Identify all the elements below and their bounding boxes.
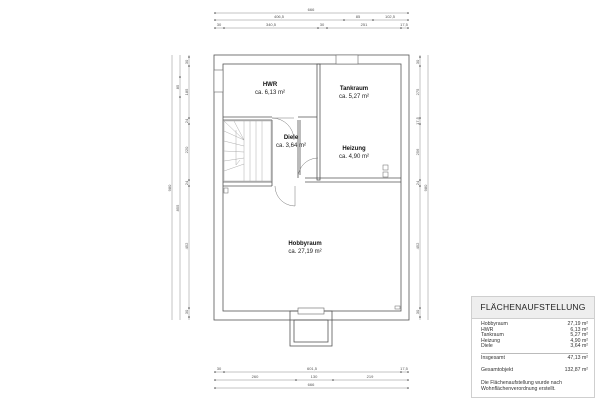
area-row-value: 5,27 m² [570, 332, 588, 339]
room-name-hwr: HWR [263, 82, 278, 88]
area-row: Tankraum 5,27 m² [481, 333, 588, 339]
area-row: HWR 6,13 m² [481, 326, 588, 334]
room-area-tankraum: ca. 5,27 m² [339, 94, 369, 100]
area-row-value: 4,90 m² [570, 337, 588, 344]
total-label: Insgesamt [481, 354, 505, 361]
object-total-value: 132,87 m² [564, 366, 588, 373]
dim-left-inner-4: 220 [184, 146, 189, 153]
area-row: Heizung 4,90 m² [481, 337, 588, 345]
room-name-heizung: Heizung [342, 146, 366, 152]
dim-top-c: 102,5 [385, 14, 396, 19]
area-row-label: Tankraum [481, 332, 504, 339]
area-row-label: Diele [481, 343, 493, 350]
doors [271, 117, 319, 207]
dim-right-inner-2: 275 [415, 88, 420, 95]
dim-top-b: 85 [356, 14, 361, 19]
area-summary-table: FLÄCHENAUFSTELLUNG Hobbyraum 27,19 m² HWR… [471, 296, 595, 398]
room-name-hobbyraum: Hobbyraum [288, 241, 321, 247]
dim-top-d: 30 [217, 22, 222, 27]
area-row-label: Hobbyraum [481, 321, 508, 327]
dim-left-inner-5: 24 [184, 180, 189, 185]
dim-right-inner-4: 256 [415, 148, 420, 155]
area-row-label: Heizung [481, 337, 501, 344]
area-note: Die Flächenaufstellung wurde nach Wohnfl… [481, 380, 563, 393]
room-area-hwr: ca. 6,13 m² [255, 90, 285, 96]
dim-top-total: 666 [308, 7, 315, 12]
dim-right-inner-6: 452 [415, 242, 420, 249]
dim-right-outer: 980 [423, 184, 428, 191]
walls [213, 54, 410, 347]
dim-top-f: 30 [320, 22, 325, 27]
dim-left-mid-b: 855 [175, 204, 180, 211]
dim-left-mid-a: 85 [175, 84, 180, 89]
dim-left-outer: 980 [167, 184, 172, 191]
dim-left-inner-6: 452 [184, 242, 189, 249]
total-value: 47,13 m² [567, 354, 588, 361]
dim-bottom-f: 219 [367, 374, 374, 379]
room-name-tankraum: Tankraum [340, 86, 368, 92]
dim-top-h: 17,5 [400, 22, 409, 27]
dim-bottom-b: 601,5 [307, 366, 318, 371]
dim-bottom-e: 130 [311, 374, 318, 379]
dim-bottom-c: 17,5 [400, 366, 409, 371]
divider [481, 352, 588, 354]
room-name-diele: Diele [284, 135, 299, 141]
dim-bottom-a: 30 [217, 366, 222, 371]
dim-top-e: 340,5 [266, 22, 277, 27]
dim-top-g: 251 [361, 22, 368, 27]
dim-right-inner-3: 17,5 [415, 116, 420, 125]
dim-left-inner-3: 24 [184, 118, 189, 123]
area-row-label: HWR [481, 326, 494, 333]
dim-left-inner-7: 30 [184, 309, 189, 314]
dim-bottom-d: 260 [252, 374, 259, 379]
dim-right-inner-7: 30 [415, 309, 420, 314]
dim-top-a: 406,5 [274, 14, 285, 19]
area-row: Hobbyraum 27,19 m² [481, 321, 588, 328]
area-row-value: 27,19 m² [567, 321, 588, 327]
dim-left-inner-1: 30 [184, 59, 189, 64]
area-row-value: 6,13 m² [570, 326, 588, 333]
object-total-row: Gesamtobjekt 132,87 m² [481, 366, 588, 374]
total-row: Insgesamt 47,13 m² [481, 354, 588, 362]
room-area-heizung: ca. 4,90 m² [339, 154, 369, 160]
area-row-value: 3,64 m² [570, 343, 588, 350]
object-total-label: Gesamtobjekt [481, 366, 514, 373]
area-summary-title: FLÄCHENAUFSTELLUNG [472, 297, 594, 319]
dim-left-inner-2: 185 [184, 88, 189, 95]
dim-bottom-total: 666 [308, 382, 315, 387]
staircase [223, 120, 272, 182]
area-row: Diele 3,64 m² [481, 344, 588, 350]
room-area-hobbyraum: ca. 27,19 m² [288, 249, 321, 255]
dim-right-inner-1: 30 [415, 59, 420, 64]
dim-right-inner-5: 24 [415, 180, 420, 185]
room-area-diele: ca. 3,64 m² [276, 143, 306, 149]
